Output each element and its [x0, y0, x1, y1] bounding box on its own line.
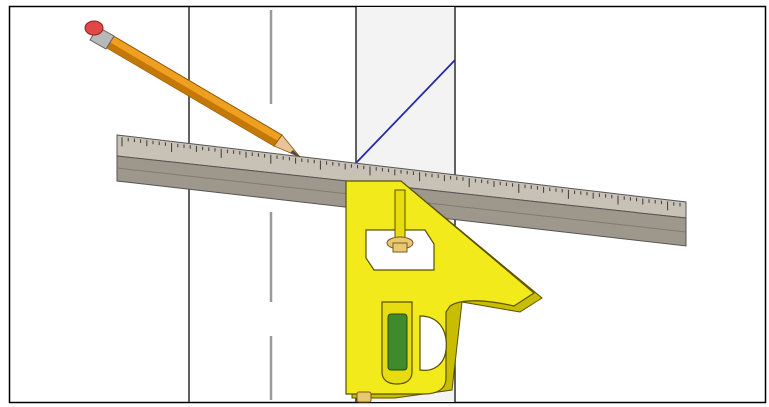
- pencil-icon: [84, 20, 301, 158]
- scribe-line: [355, 59, 456, 164]
- scriber-pin: [356, 391, 372, 403]
- ruler-ticks: [121, 137, 681, 211]
- pencil-eraser: [84, 20, 104, 36]
- level-vial: [387, 313, 408, 371]
- combination-square-icon: [345, 180, 543, 403]
- pencil-lead: [290, 150, 300, 157]
- square-cutout: [419, 315, 447, 371]
